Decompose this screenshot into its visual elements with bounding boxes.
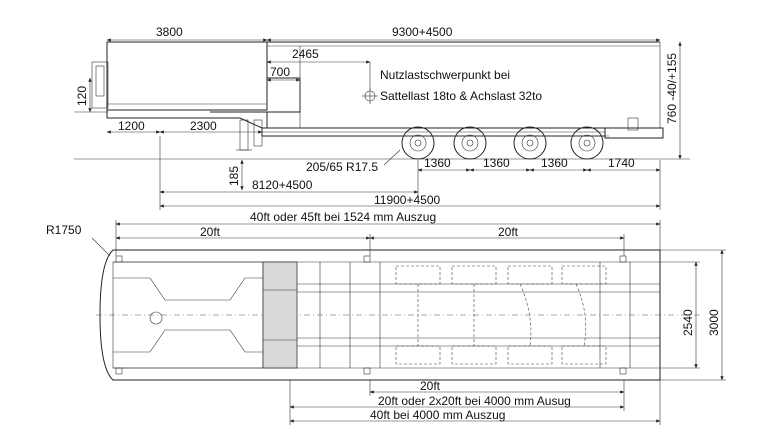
dim-rear-overhang: 1740: [608, 156, 635, 170]
top-view: 40ft oder 45ft bei 1524 mm Auszug R1750 …: [46, 210, 726, 425]
dim-axle-1360: 1360: [541, 156, 568, 170]
dim-axle-1360: 1360: [424, 156, 451, 170]
payload-note-line2: Sattellast 18to & Achslast 32to: [380, 89, 542, 103]
dim-deck-length: 9300+4500: [392, 25, 453, 39]
dim-bottom-2x20ft: 20ft oder 2x20ft bei 4000 mm Ausug: [378, 394, 571, 408]
dim-bottom-20ft: 20ft: [420, 379, 441, 393]
king-pin-icon: [149, 311, 163, 325]
dim-rear-20ft: 20ft: [498, 225, 519, 239]
side-view: 3800 9300+4500 2465 700 1200 2300 120 18…: [74, 25, 690, 210]
dim-front-20ft: 20ft: [200, 225, 221, 239]
payload-note-line1: Nutzlastschwerpunkt bei: [380, 68, 510, 82]
dim-deck-height: 760 -40/+155: [665, 53, 679, 124]
dim-radius: R1750: [46, 223, 82, 237]
dim-bottom-40ft: 40ft bei 4000 mm Auszug: [370, 408, 505, 422]
dim-height-120: 120: [75, 86, 89, 106]
dim-axle-1360: 1360: [483, 156, 510, 170]
dim-1200: 1200: [118, 119, 145, 133]
dim-700: 700: [270, 65, 290, 79]
dim-11900: 11900+4500: [374, 193, 441, 207]
dim-width-3000: 3000: [707, 309, 721, 336]
dim-width-2540: 2540: [681, 309, 695, 336]
tyre-size: 205/65 R17.5: [306, 160, 378, 174]
dim-2465: 2465: [292, 47, 319, 61]
dim-2300: 2300: [190, 119, 217, 133]
dim-total-length: 40ft oder 45ft bei 1524 mm Auszug: [250, 210, 436, 224]
dim-8120: 8120+4500: [252, 178, 313, 192]
dim-gooseneck-length: 3800: [156, 25, 183, 39]
dim-height-185: 185: [227, 166, 241, 186]
axle-group: [395, 265, 607, 365]
